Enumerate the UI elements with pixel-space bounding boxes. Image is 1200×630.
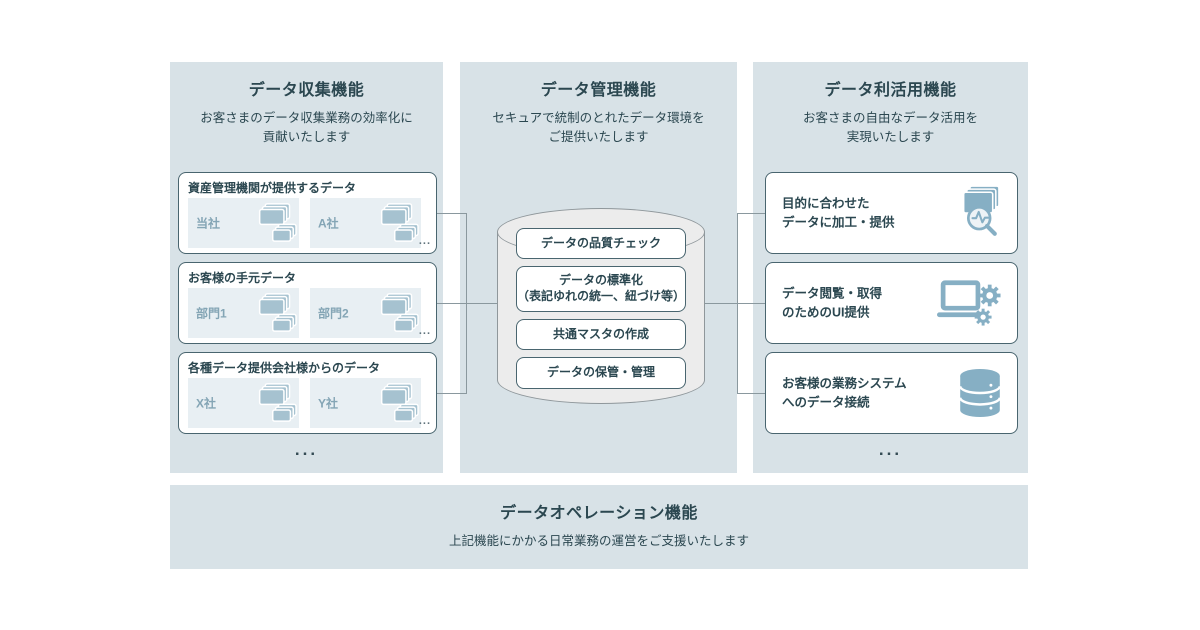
group-label: 各種データ提供会社様からのデータ	[188, 361, 381, 375]
panel-data-operation: データオペレーション機能 上記機能にかかる日常業務の運営をご支援いたします	[170, 485, 1028, 569]
panel-subtitle: 上記機能にかかる日常業務の運営をご支援いたします	[448, 534, 749, 548]
connector-line	[737, 393, 765, 394]
source-chip: 部門2	[310, 288, 421, 338]
connector-line	[435, 213, 466, 214]
management-function-pill: データの品質チェック	[516, 228, 686, 259]
management-function-pill: 共通マスタの作成	[516, 319, 686, 350]
chip-label: 当社	[196, 216, 221, 231]
chip-label: 部門1	[196, 306, 227, 321]
document-stack-icon	[240, 382, 298, 423]
laptop-gears-icon	[937, 279, 1001, 328]
source-chip: 当社	[188, 198, 299, 248]
more-ellipsis: ...	[418, 415, 431, 427]
panel-ellipsis: ...	[294, 440, 319, 459]
panel-title: データ利活用機能	[824, 82, 957, 99]
panel-subtitle: セキュアで統制のとれたデータ環境を ご提供いたします	[492, 111, 705, 145]
feature-label: お客様の業務システム へのデータ接続	[782, 376, 907, 409]
panel-title: データ管理機能	[540, 82, 657, 99]
connector-line	[705, 303, 737, 304]
group-label: お客様の手元データ	[188, 271, 297, 285]
connector-line	[737, 213, 765, 214]
database-icon	[959, 368, 1001, 418]
management-function-pill: データの標準化 （表記ゆれの統一、紐づけ等）	[516, 266, 686, 312]
connector-line	[466, 303, 498, 304]
panel-data-utilization: データ利活用機能 お客さまの自由なデータ活用を 実現いたします 目的に合わせた …	[753, 62, 1028, 473]
panel-title: データオペレーション機能	[500, 505, 698, 522]
panel-subtitle: お客さまの自由なデータ活用を 実現いたします	[802, 111, 978, 145]
management-function-pill: データの保管・管理	[516, 357, 686, 389]
source-chip: X社	[188, 378, 299, 428]
source-chip: 部門1	[188, 288, 299, 338]
chip-label: Y社	[318, 396, 339, 411]
more-ellipsis: ...	[418, 325, 431, 337]
chip-label: 部門2	[318, 306, 349, 321]
connector-line	[435, 303, 466, 304]
chip-label: A社	[318, 216, 339, 231]
feature-label: データ閲覧・取得 のためのUI提供	[782, 286, 883, 319]
chip-label: X社	[196, 396, 217, 411]
document-stack-icon	[362, 202, 420, 243]
document-stack-icon	[362, 382, 420, 423]
connector-line	[435, 393, 466, 394]
connector-line	[737, 303, 765, 304]
feature-system-connection: お客様の業務システム へのデータ接続	[765, 352, 1018, 434]
panel-data-management: データ管理機能 セキュアで統制のとれたデータ環境を ご提供いたします データの品…	[460, 62, 737, 473]
feature-ui-access: データ閲覧・取得 のためのUI提供	[765, 262, 1018, 344]
document-stack-icon	[240, 292, 298, 333]
panel-subtitle: お客さまのデータ収集業務の効率化に 貢献いたします	[200, 111, 413, 145]
source-chip: A社	[310, 198, 421, 248]
feature-processed-data: 目的に合わせた データに加工・提供	[765, 172, 1018, 254]
source-group-data-providers: 各種データ提供会社様からのデータ X社 Y社 ...	[178, 352, 437, 434]
feature-label: 目的に合わせた データに加工・提供	[782, 196, 895, 229]
document-stack-icon	[362, 292, 420, 333]
source-group-asset-managers: 資産管理機関が提供するデータ 当社 A社 ...	[178, 172, 437, 254]
document-stack-icon	[240, 202, 298, 243]
more-ellipsis: ...	[418, 235, 431, 247]
source-group-customer-data: お客様の手元データ 部門1 部門2 ...	[178, 262, 437, 344]
documents-search-icon	[945, 185, 1001, 241]
panel-data-collection: データ収集機能 お客さまのデータ収集業務の効率化に 貢献いたします 資産管理機関…	[170, 62, 443, 473]
source-chip: Y社	[310, 378, 421, 428]
group-label: 資産管理機関が提供するデータ	[188, 181, 357, 195]
panel-ellipsis: ...	[878, 440, 903, 459]
database-cylinder: データの品質チェック データの標準化 （表記ゆれの統一、紐づけ等） 共通マスタの…	[497, 208, 705, 404]
panel-title: データ収集機能	[248, 82, 365, 99]
